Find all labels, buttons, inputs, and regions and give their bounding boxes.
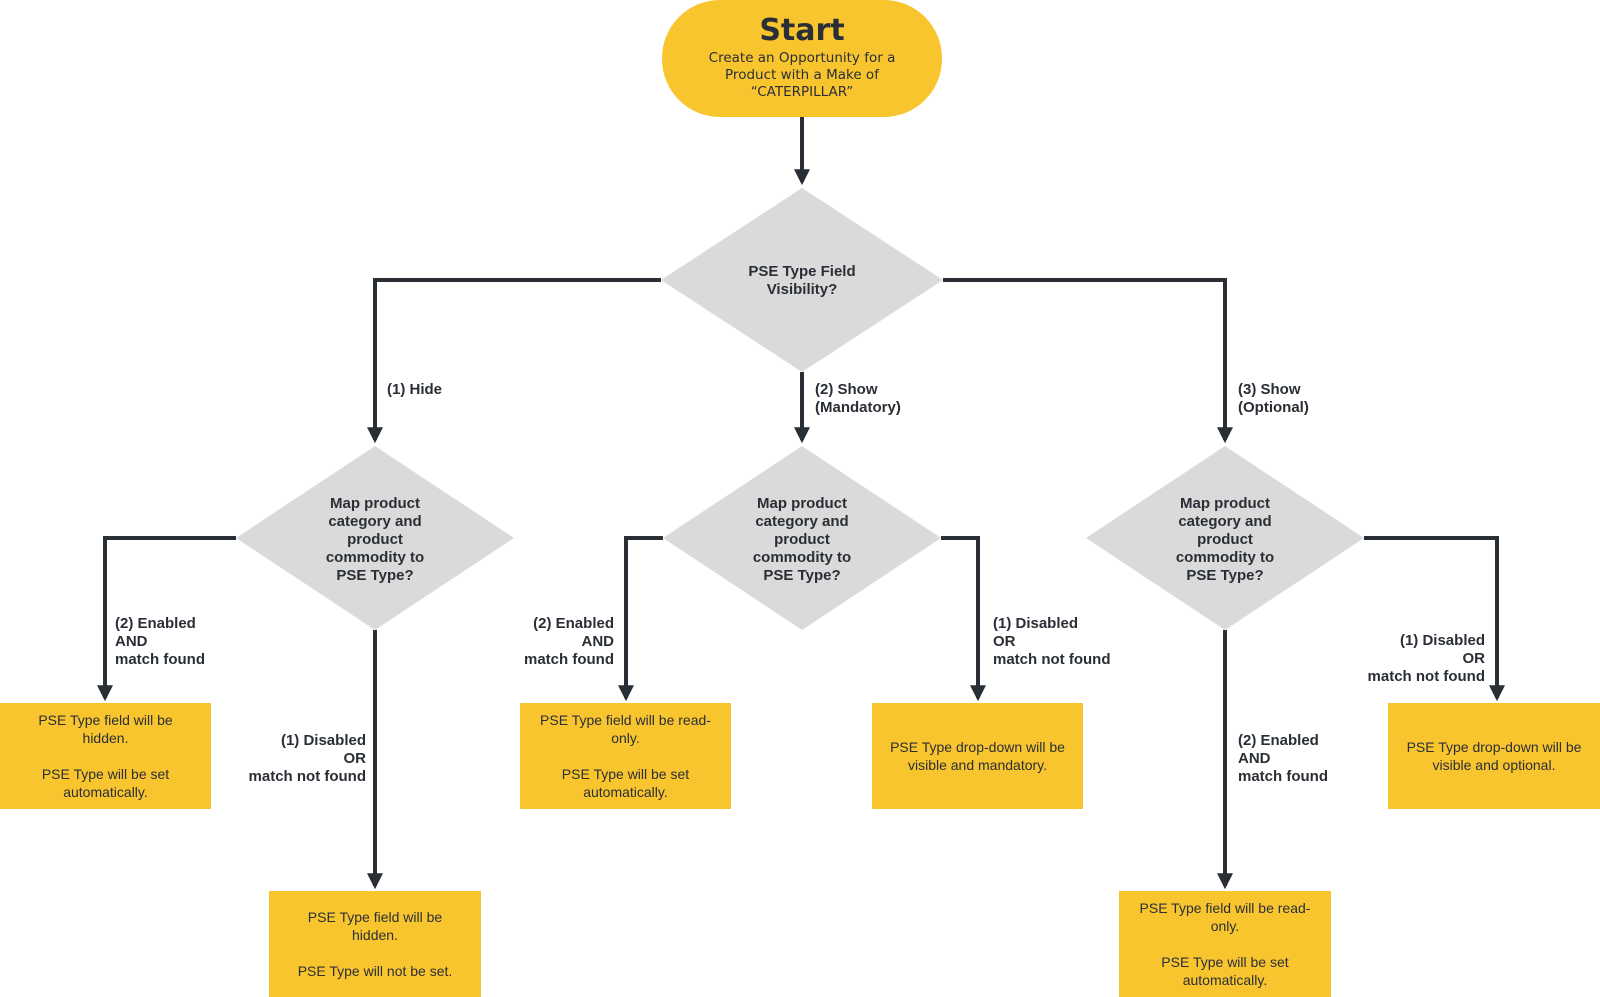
connector-map-left-enabled	[97, 536, 236, 702]
start-title: Start	[759, 13, 845, 48]
decision-map-center-label: Map product category and product commodi…	[752, 495, 852, 584]
decision-map-right-label: Map product category and product commodi…	[1175, 495, 1275, 584]
start-subtitle: Create an Opportunity for a Product with…	[708, 50, 896, 100]
connector-map-center-disabled	[941, 536, 986, 702]
outcome-visible-optional: PSE Type drop-down will be visible and o…	[1388, 703, 1600, 809]
outcome-hidden-not-set-text: PSE Type field will be hidden. PSE Type …	[297, 909, 453, 979]
outcome-readonly-center: PSE Type field will be read- only. PSE T…	[520, 703, 731, 809]
outcome-visible-optional-text: PSE Type drop-down will be visible and o…	[1406, 739, 1582, 773]
decision-diamond-map-left	[236, 446, 514, 630]
decision-visibility-label: PSE Type Field Visibility?	[748, 263, 856, 298]
outcome-visible-mandatory: PSE Type drop-down will be visible and m…	[872, 703, 1083, 809]
decision-diamond-map-center	[663, 446, 941, 630]
edge-label-left-enabled: (2) Enabled AND match found	[115, 615, 205, 668]
edge-label-center-disabled: (1) Disabled OR match not found	[993, 615, 1111, 668]
edge-label-show-optional: (3) Show (Optional)	[1238, 381, 1309, 416]
edge-label-right-enabled: (2) Enabled AND match found	[1238, 732, 1328, 785]
connector-visibility-to-map-left	[367, 278, 661, 444]
edge-label-center-enabled: (2) Enabled AND match found	[524, 615, 614, 668]
connector-map-center-enabled	[618, 536, 663, 702]
edge-label-hide: (1) Hide	[387, 381, 443, 398]
edge-label-left-disabled: (1) Disabled OR match not found	[248, 732, 366, 785]
start-node: Start Create an Opportunity for a Produc…	[662, 0, 942, 117]
connector-map-right-disabled	[1364, 536, 1505, 702]
outcome-readonly-center-text: PSE Type field will be read- only. PSE T…	[540, 712, 711, 800]
edge-label-right-disabled: (1) Disabled OR match not found	[1367, 632, 1485, 685]
outcome-readonly-right: PSE Type field will be read- only. PSE T…	[1119, 891, 1331, 997]
decision-diamond-visibility	[661, 188, 943, 372]
outcome-hidden-set: PSE Type field will be hidden. PSE Type …	[0, 703, 211, 809]
decision-map-left-label: Map product category and product commodi…	[325, 495, 425, 584]
outcome-hidden-not-set: PSE Type field will be hidden. PSE Type …	[269, 891, 481, 997]
outcome-hidden-set-text: PSE Type field will be hidden. PSE Type …	[38, 712, 173, 800]
edge-label-show-mandatory: (2) Show (Mandatory)	[815, 381, 901, 416]
decision-diamond-map-right	[1086, 446, 1364, 630]
connector-visibility-to-map-right	[943, 278, 1233, 444]
outcome-visible-mandatory-text: PSE Type drop-down will be visible and m…	[890, 739, 1065, 773]
outcome-readonly-right-text: PSE Type field will be read- only. PSE T…	[1139, 900, 1311, 988]
